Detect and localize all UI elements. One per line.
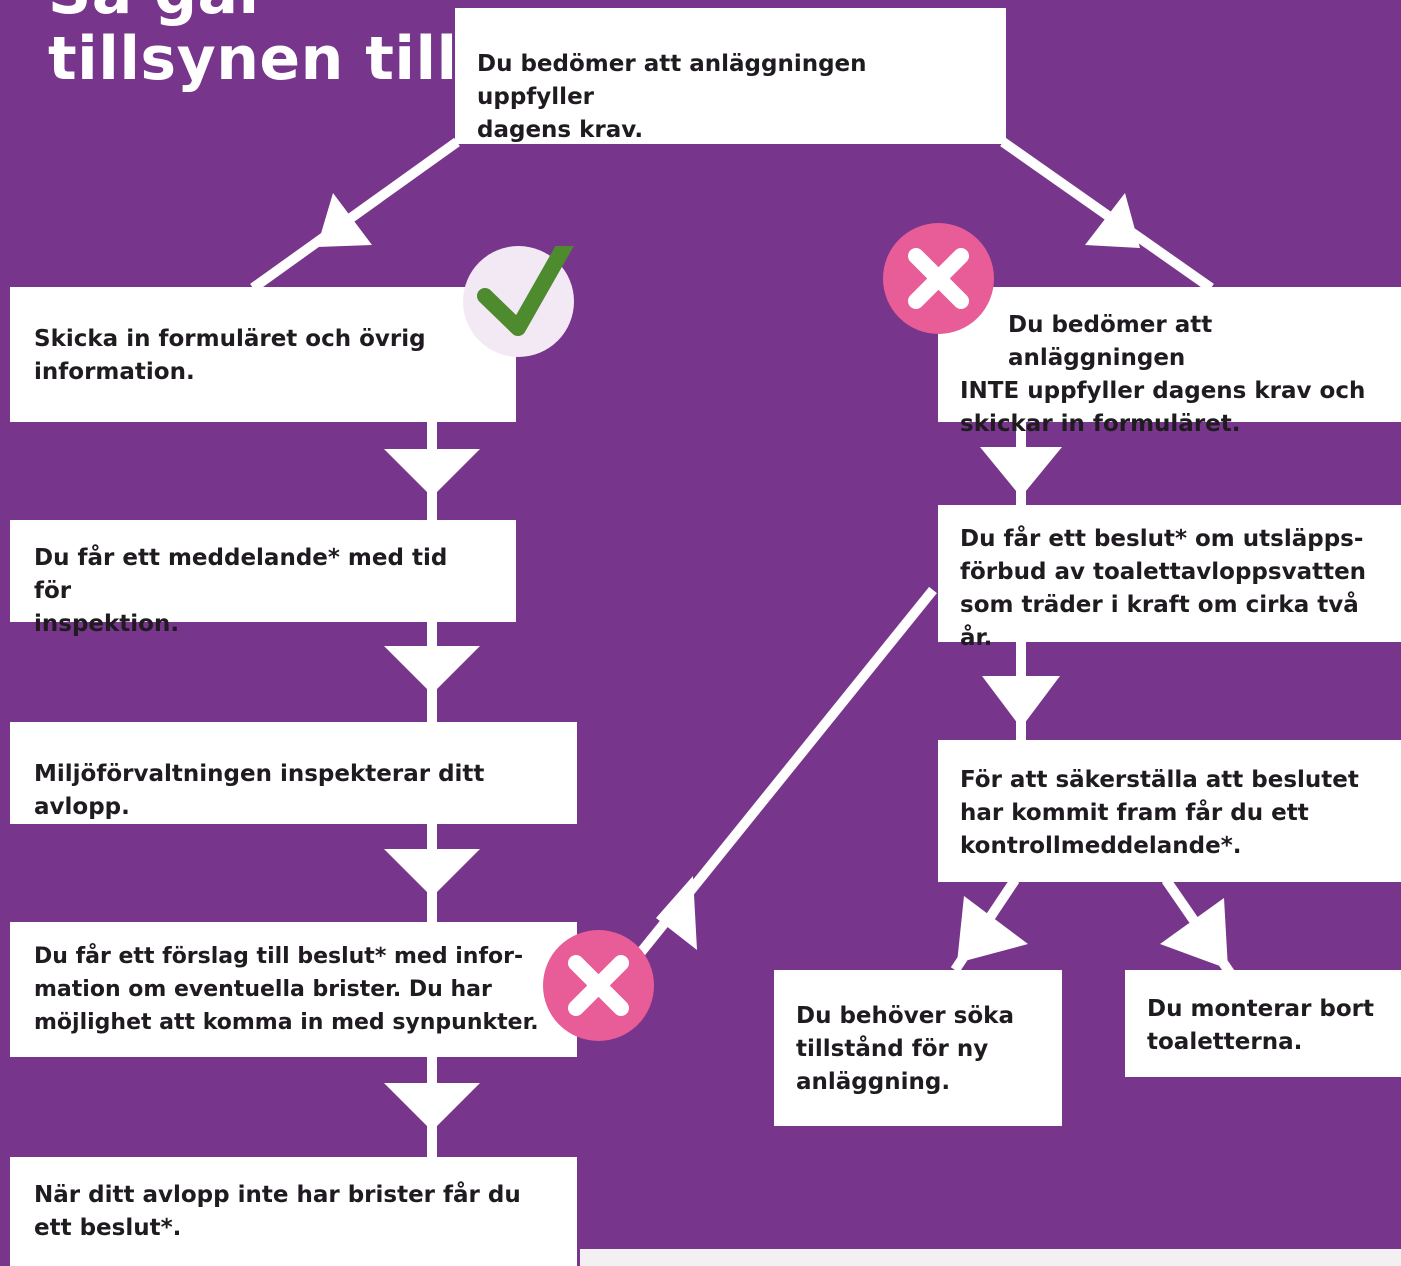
connector-start-to-no	[1000, 137, 1214, 293]
arrowhead	[957, 896, 1028, 963]
node-text-line: mation om eventuella brister. Du har	[34, 977, 492, 1002]
node-text-line: När ditt avlopp inte har brister får du	[34, 1182, 521, 1208]
title-line: Så går	[48, 0, 458, 26]
node-text-line: Du får ett meddelande* med tid för	[34, 545, 448, 604]
node-no-submit: Du bedömer att anläggningen INTE uppfyll…	[938, 287, 1401, 437]
arrowhead	[317, 193, 372, 247]
node-text-line: Du behöver söka	[796, 1003, 1014, 1029]
node-start: Du bedömer att anläggningen uppfyller da…	[455, 8, 1006, 144]
check-icon	[463, 246, 574, 357]
node-text-line: möjlighet att komma in med synpunkter.	[34, 1010, 539, 1035]
node-text-line: inspektion.	[34, 611, 180, 637]
node-text-line: Du får ett förslag till beslut* med info…	[34, 944, 524, 969]
arrowhead	[384, 646, 480, 694]
node-text-line: För att säkerställa att beslutet	[960, 767, 1359, 793]
node-text-line: dagens krav.	[477, 117, 644, 143]
arrowhead	[656, 876, 697, 950]
node-text-line: Miljöförvaltningen inspekterar ditt avlo…	[34, 761, 485, 820]
node-text-fragment: uppfyller dagens krav och	[1019, 378, 1366, 404]
node-text-line: INTE uppfyller dagens krav och	[960, 375, 1391, 408]
node-text-line: har kommit fram får du ett	[960, 800, 1309, 826]
node-yes-proposal: Du får ett förslag till beslut* med info…	[10, 922, 577, 1057]
node-text-line: Du bedömer att anläggningen	[1008, 312, 1213, 371]
arrowhead	[980, 447, 1062, 497]
node-no-remove: Du monterar bort toaletterna.	[1125, 970, 1401, 1077]
arrowhead	[384, 849, 480, 897]
node-text-line: Du bedömer att anläggningen uppfyller	[477, 51, 867, 110]
arrowhead	[384, 1083, 480, 1131]
node-no-control: För att säkerställa att beslutet har kom…	[938, 740, 1401, 882]
title-line: tillsynen till	[48, 24, 458, 94]
node-text-line: toaletterna.	[1147, 1029, 1303, 1055]
emphasis-text: INTE	[960, 378, 1020, 404]
node-text-line: kontrollmeddelande*.	[960, 833, 1242, 859]
arrowhead	[1160, 898, 1228, 969]
node-text-line: ett beslut*.	[34, 1215, 182, 1241]
node-text-line: förbud av toalettavloppsvatten	[960, 559, 1367, 585]
node-text-line: som träder i kraft om cirka två år.	[960, 592, 1359, 651]
arrowhead	[384, 449, 480, 497]
node-yes-submit: Skicka in formuläret och övrig informati…	[10, 287, 516, 422]
arrowhead	[1085, 193, 1140, 248]
page-corner	[580, 1249, 1401, 1266]
node-no-permit: Du behöver söka tillstånd för ny anläggn…	[774, 970, 1062, 1126]
cross-icon	[883, 223, 994, 334]
cross-icon	[543, 930, 654, 1041]
connector-start-to-yes	[250, 137, 460, 293]
node-yes-inspect: Miljöförvaltningen inspekterar ditt avlo…	[10, 722, 577, 824]
node-text-line: skickar in formuläret.	[960, 411, 1241, 437]
node-yes-decision: När ditt avlopp inte har brister får du …	[10, 1157, 577, 1266]
arrowhead	[982, 676, 1060, 728]
node-text-line: anläggning.	[796, 1069, 951, 1095]
node-no-ban: Du får ett beslut* om utsläpps- förbud a…	[938, 505, 1401, 651]
node-text-line: Du får ett beslut* om utsläpps-	[960, 526, 1364, 552]
node-text-line: information.	[34, 359, 195, 385]
node-text-line: Du monterar bort	[1147, 996, 1375, 1022]
node-text-line: Skicka in formuläret och övrig	[34, 326, 426, 352]
node-yes-notice: Du får ett meddelande* med tid för inspe…	[10, 520, 516, 637]
page-title: Så går tillsynen till	[48, 0, 458, 92]
node-text-line: tillstånd för ny	[796, 1036, 989, 1062]
